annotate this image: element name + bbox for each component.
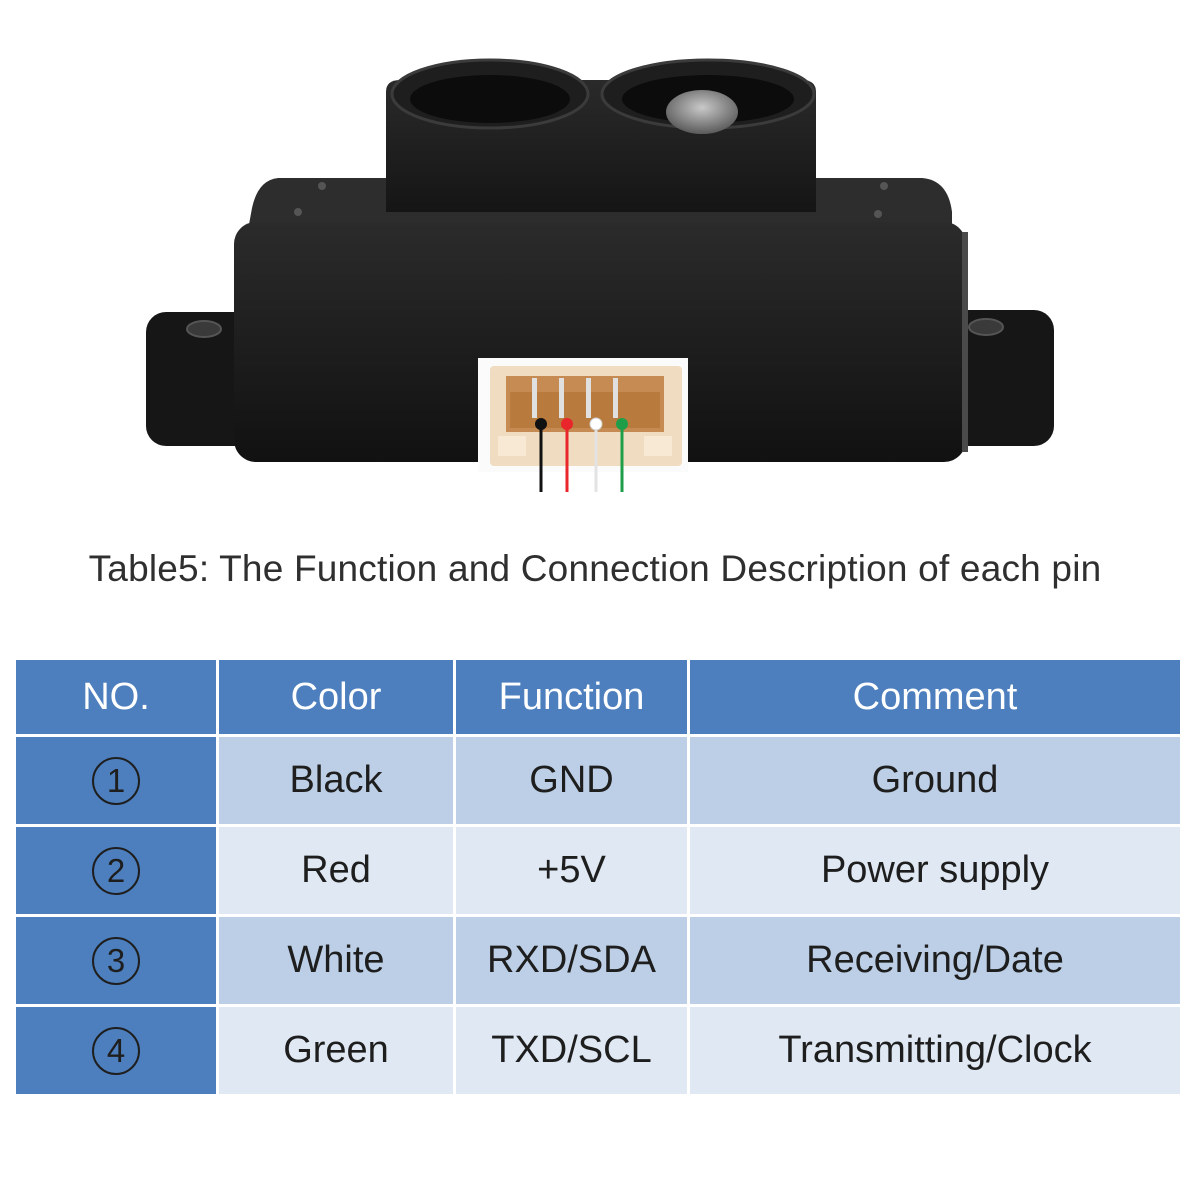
cell-function: TXD/SCL — [456, 1007, 690, 1097]
lidar-sensor-image — [146, 58, 1054, 492]
emitter-dome — [666, 90, 738, 134]
cell-function: GND — [456, 737, 690, 827]
pin-number-circle: 4 — [92, 1026, 140, 1075]
pin-number-circle: 2 — [92, 846, 140, 895]
wire-connector — [478, 358, 688, 472]
pin-function-table: NO. Color Function Comment 1 Black GND G… — [16, 660, 1180, 1097]
cell-comment: Transmitting/Clock — [690, 1007, 1180, 1097]
pin-wires — [535, 417, 628, 492]
table-row: 1 Black GND Ground — [16, 737, 1180, 827]
header-function: Function — [456, 660, 690, 737]
sensor-body — [234, 222, 966, 462]
pin-dot-red — [561, 418, 573, 430]
header-color: Color — [219, 660, 456, 737]
table-row: 3 White RXD/SDA Receiving/Date — [16, 917, 1180, 1007]
header-no: NO. — [16, 660, 219, 737]
table-row: 2 Red +5V Power supply — [16, 827, 1180, 917]
table-row: 4 Green TXD/SCL Transmitting/Clock — [16, 1007, 1180, 1097]
pin-number-circle: 3 — [92, 936, 140, 985]
cell-no: 2 — [16, 827, 219, 917]
cell-no: 3 — [16, 917, 219, 1007]
cell-no: 1 — [16, 737, 219, 827]
pin-dot-black — [535, 418, 547, 430]
lens-housing-left — [386, 58, 596, 212]
cell-comment: Ground — [690, 737, 1180, 827]
cell-no: 4 — [16, 1007, 219, 1097]
cell-function: +5V — [456, 827, 690, 917]
cell-color: White — [219, 917, 456, 1007]
lens-housing-right — [596, 58, 816, 212]
pin-dot-green — [616, 418, 628, 430]
header-comment: Comment — [690, 660, 1180, 737]
table-header-row: NO. Color Function Comment — [16, 660, 1180, 737]
cell-color: Red — [219, 827, 456, 917]
cell-comment: Receiving/Date — [690, 917, 1180, 1007]
cell-comment: Power supply — [690, 827, 1180, 917]
pin-dot-white — [589, 417, 603, 431]
cell-function: RXD/SDA — [456, 917, 690, 1007]
cell-color: Black — [219, 737, 456, 827]
pin-number-circle: 1 — [92, 756, 140, 805]
table-caption: Table5: The Function and Connection Desc… — [88, 548, 1102, 589]
cell-color: Green — [219, 1007, 456, 1097]
